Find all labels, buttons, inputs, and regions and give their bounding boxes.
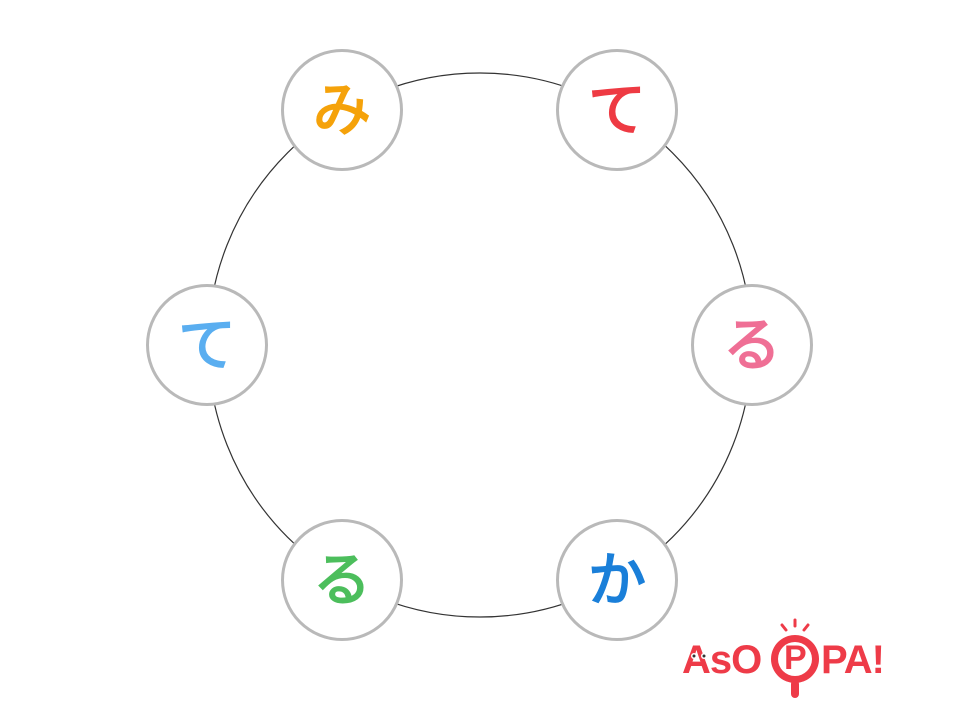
node-top-left: み <box>281 49 403 171</box>
node-char-top-left: み <box>312 76 371 144</box>
node-right: る <box>691 284 813 406</box>
node-bottom-right: か <box>556 519 678 641</box>
node-top-right: て <box>556 49 678 171</box>
logo-prefix: AsO <box>682 638 762 682</box>
node-char-top-right: て <box>587 76 646 144</box>
node-char-left: て <box>177 311 236 379</box>
logo-suffix: PA! <box>821 638 885 682</box>
node-char-bottom-right: か <box>587 546 646 614</box>
node-char-bottom-left: る <box>312 546 371 614</box>
node-char-right: る <box>722 311 781 379</box>
logo-badge: P <box>784 639 807 677</box>
node-bottom-left: る <box>281 519 403 641</box>
asoppa-logo: AsO P PA! <box>680 612 920 702</box>
node-left: て <box>146 284 268 406</box>
logo-magnifier-icon <box>691 618 819 698</box>
